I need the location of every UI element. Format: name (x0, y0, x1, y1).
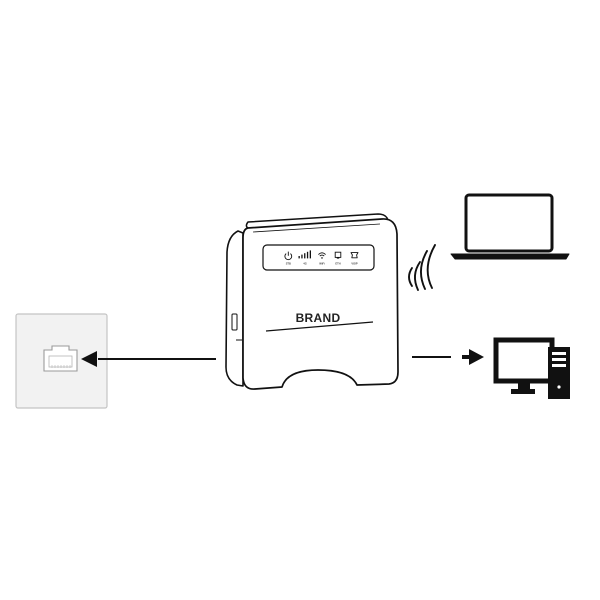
indicator-label-power: STB (286, 262, 291, 266)
lan-port-icon (334, 251, 342, 259)
wireless-signal-icon (408, 244, 436, 291)
indicator-label-signal: 4G (303, 262, 306, 266)
phone-icon (350, 252, 359, 259)
indicator-label-lan: ETH (335, 262, 340, 266)
wifi-icon (318, 252, 326, 259)
tower-case-icon (548, 347, 570, 399)
wan-cable-arrow (81, 351, 216, 367)
arrow-right-icon (469, 349, 484, 365)
rj45-jack-icon (43, 345, 78, 372)
laptop-icon (450, 193, 570, 260)
signal-bars-icon (298, 250, 311, 259)
led-indicator-panel: STB 4G WiFi ETH (262, 244, 375, 271)
indicator-label-wifi: WiFi (319, 262, 325, 266)
lan-cable-arrow (412, 349, 484, 365)
router-front-groove (265, 321, 374, 332)
indicator-label-phone: VOIP (351, 262, 357, 266)
desktop-computer-icon (493, 337, 570, 399)
monitor-icon (493, 337, 555, 384)
ethernet-wall-socket-icon (15, 313, 108, 409)
router-device: STB 4G WiFi ETH (225, 213, 399, 390)
power-icon (284, 251, 293, 261)
arrow-left-icon (81, 351, 97, 367)
router-brand-label: BRAND (296, 311, 341, 325)
